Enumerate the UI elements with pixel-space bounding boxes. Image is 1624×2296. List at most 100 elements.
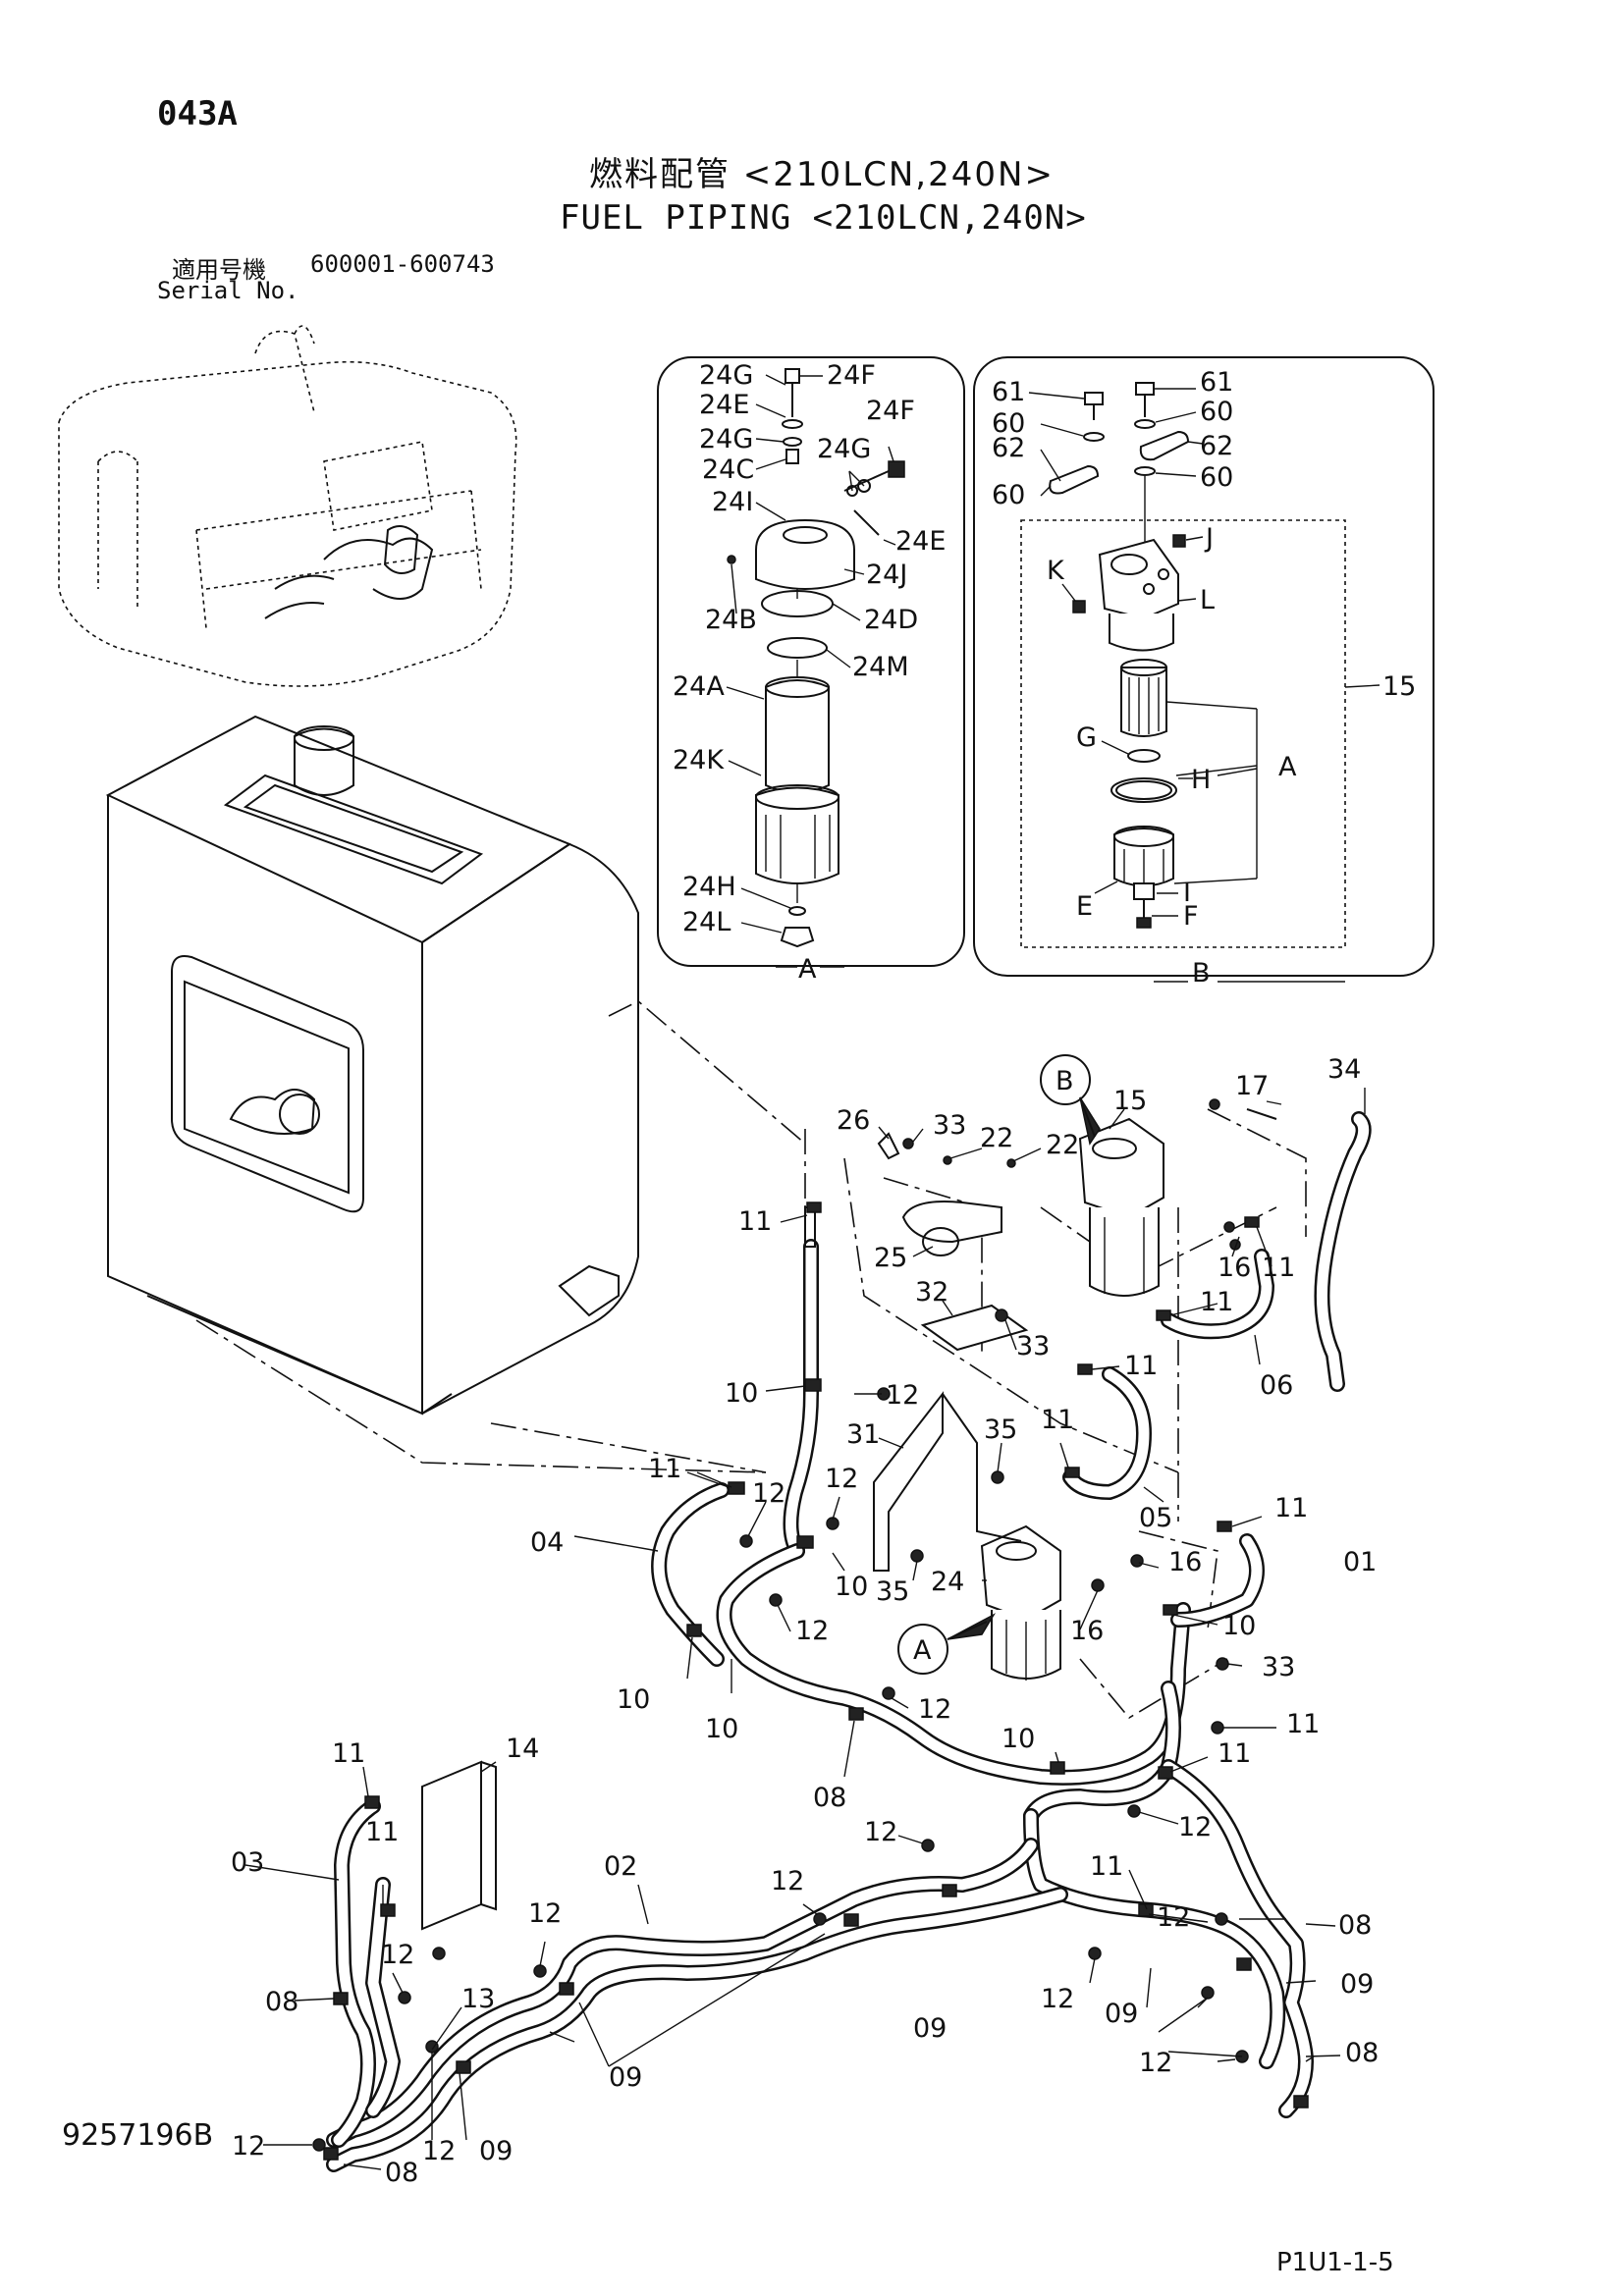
callout-11: 11	[1090, 1851, 1123, 1882]
callout-24C: 24C	[702, 454, 754, 485]
callout-13: 13	[461, 1984, 495, 2014]
callout-09: 09	[913, 2013, 947, 2044]
title-english: FUEL PIPING <210LCN,240N>	[560, 198, 1087, 238]
callout-05: 05	[1139, 1503, 1172, 1533]
callout-25: 25	[874, 1243, 907, 1273]
serial-label-english: Serial No.	[157, 277, 299, 304]
callout-35: 35	[984, 1415, 1017, 1445]
drawing-number: 9257196B	[62, 2118, 214, 2153]
callout-22: 22	[1046, 1130, 1079, 1160]
callout-03: 03	[231, 1847, 264, 1878]
callout-24: 24	[931, 1567, 964, 1597]
callout-32: 32	[915, 1277, 948, 1308]
detail-a-box-label: A	[798, 954, 817, 985]
fuel-tank-drawing	[105, 715, 639, 1415]
detail-bubbles: B A	[897, 1054, 1101, 1675]
callout-G: G	[1076, 722, 1097, 753]
callout-24A: 24A	[673, 671, 725, 702]
detail-b-callouts: 61 61 60 60 62 62 60 60 J K L 15 G H A E…	[992, 367, 1416, 988]
bubble-a-label: A	[913, 1635, 932, 1666]
callout-08: 08	[1345, 2038, 1379, 2068]
callout-12: 12	[1139, 2048, 1172, 2078]
callout-10: 10	[617, 1684, 650, 1715]
callout-11: 11	[365, 1817, 399, 1847]
callout-24I: 24I	[712, 487, 753, 517]
callout-24E: 24E	[699, 390, 749, 420]
detail-b-leaders	[1028, 388, 1380, 983]
callout-06: 06	[1260, 1370, 1293, 1401]
callout-24B: 24B	[705, 605, 757, 635]
callout-11: 11	[332, 1738, 365, 1769]
callout-10: 10	[705, 1714, 738, 1744]
callout-12: 12	[232, 2131, 265, 2162]
callout-15: 15	[1113, 1086, 1147, 1116]
callout-12: 12	[918, 1694, 951, 1725]
callout-09: 09	[1340, 1969, 1374, 2000]
callout-A: A	[1278, 752, 1297, 782]
callout-12: 12	[752, 1478, 785, 1509]
callout-11: 11	[1200, 1287, 1233, 1317]
callout-33: 33	[1262, 1652, 1295, 1682]
callout-12: 12	[1157, 1902, 1190, 1933]
callout-16: 16	[1070, 1616, 1104, 1646]
callout-24G: 24G	[817, 434, 871, 464]
callout-11: 11	[738, 1206, 772, 1237]
callout-24M: 24M	[852, 652, 909, 682]
callout-24E: 24E	[895, 526, 946, 557]
callout-09: 09	[479, 2136, 513, 2166]
detail-box-a: 24G 24F 24E 24F 24G 24G 24C 24I 24E 24J …	[657, 356, 965, 985]
callout-33: 33	[1016, 1331, 1050, 1362]
callout-12: 12	[771, 1866, 804, 1896]
callout-11: 11	[1218, 1738, 1251, 1769]
bubble-b	[1040, 1054, 1091, 1105]
callout-12: 12	[528, 1898, 562, 1929]
callout-10: 10	[1001, 1724, 1035, 1754]
callout-E: E	[1076, 891, 1093, 922]
page-reference: P1U1-1-5	[1276, 2248, 1394, 2277]
callout-22: 22	[980, 1123, 1013, 1153]
callout-08: 08	[813, 1783, 846, 1813]
fuel-hoses	[326, 1111, 1372, 2172]
callout-L: L	[1200, 585, 1215, 615]
filter-assemblies	[421, 1117, 1164, 1931]
bubble-a	[897, 1624, 948, 1675]
callout-J: J	[1204, 523, 1214, 554]
callout-17: 17	[1235, 1071, 1269, 1101]
callout-62: 62	[992, 433, 1025, 463]
serial-range: 600001-600743	[310, 250, 495, 278]
callout-F: F	[1183, 901, 1199, 932]
detail-a-leaders	[726, 374, 896, 968]
callout-H: H	[1191, 765, 1211, 795]
callout-24G: 24G	[699, 360, 753, 391]
page-code: 043A	[157, 94, 238, 133]
callout-08: 08	[385, 2158, 418, 2188]
callout-08: 08	[1338, 1910, 1372, 1941]
callout-10: 10	[725, 1378, 758, 1409]
callout-33: 33	[933, 1110, 966, 1141]
title-japanese: 燃料配管 <210LCN,240N>	[589, 155, 1055, 194]
callout-60: 60	[1200, 397, 1233, 427]
callout-24K: 24K	[673, 745, 725, 775]
hardware-clamps	[312, 1098, 1309, 2161]
callout-12: 12	[422, 2136, 456, 2166]
callout-10: 10	[1222, 1611, 1256, 1641]
callout-I: I	[1183, 878, 1191, 908]
callout-26: 26	[837, 1105, 870, 1136]
callout-61: 61	[1200, 367, 1233, 398]
callout-08: 08	[265, 1987, 298, 2017]
machine-overview-drawing	[58, 325, 517, 687]
callout-02: 02	[604, 1851, 637, 1882]
callout-34: 34	[1327, 1054, 1361, 1085]
callout-09: 09	[609, 2062, 642, 2093]
callout-04: 04	[530, 1527, 564, 1558]
detail-b-box-label: B	[1192, 958, 1211, 988]
callout-11: 11	[1286, 1709, 1320, 1739]
callout-35: 35	[876, 1576, 909, 1607]
detail-a-callouts: 24G 24F 24E 24F 24G 24G 24C 24I 24E 24J …	[673, 360, 946, 985]
callout-12: 12	[825, 1464, 858, 1494]
main-callouts: 34 17 15 26 33 22 22 11 25 16 11 32 11 0…	[231, 1054, 1379, 2188]
callout-12: 12	[1041, 1984, 1074, 2014]
callout-60: 60	[992, 480, 1025, 510]
callout-24F: 24F	[827, 360, 876, 391]
